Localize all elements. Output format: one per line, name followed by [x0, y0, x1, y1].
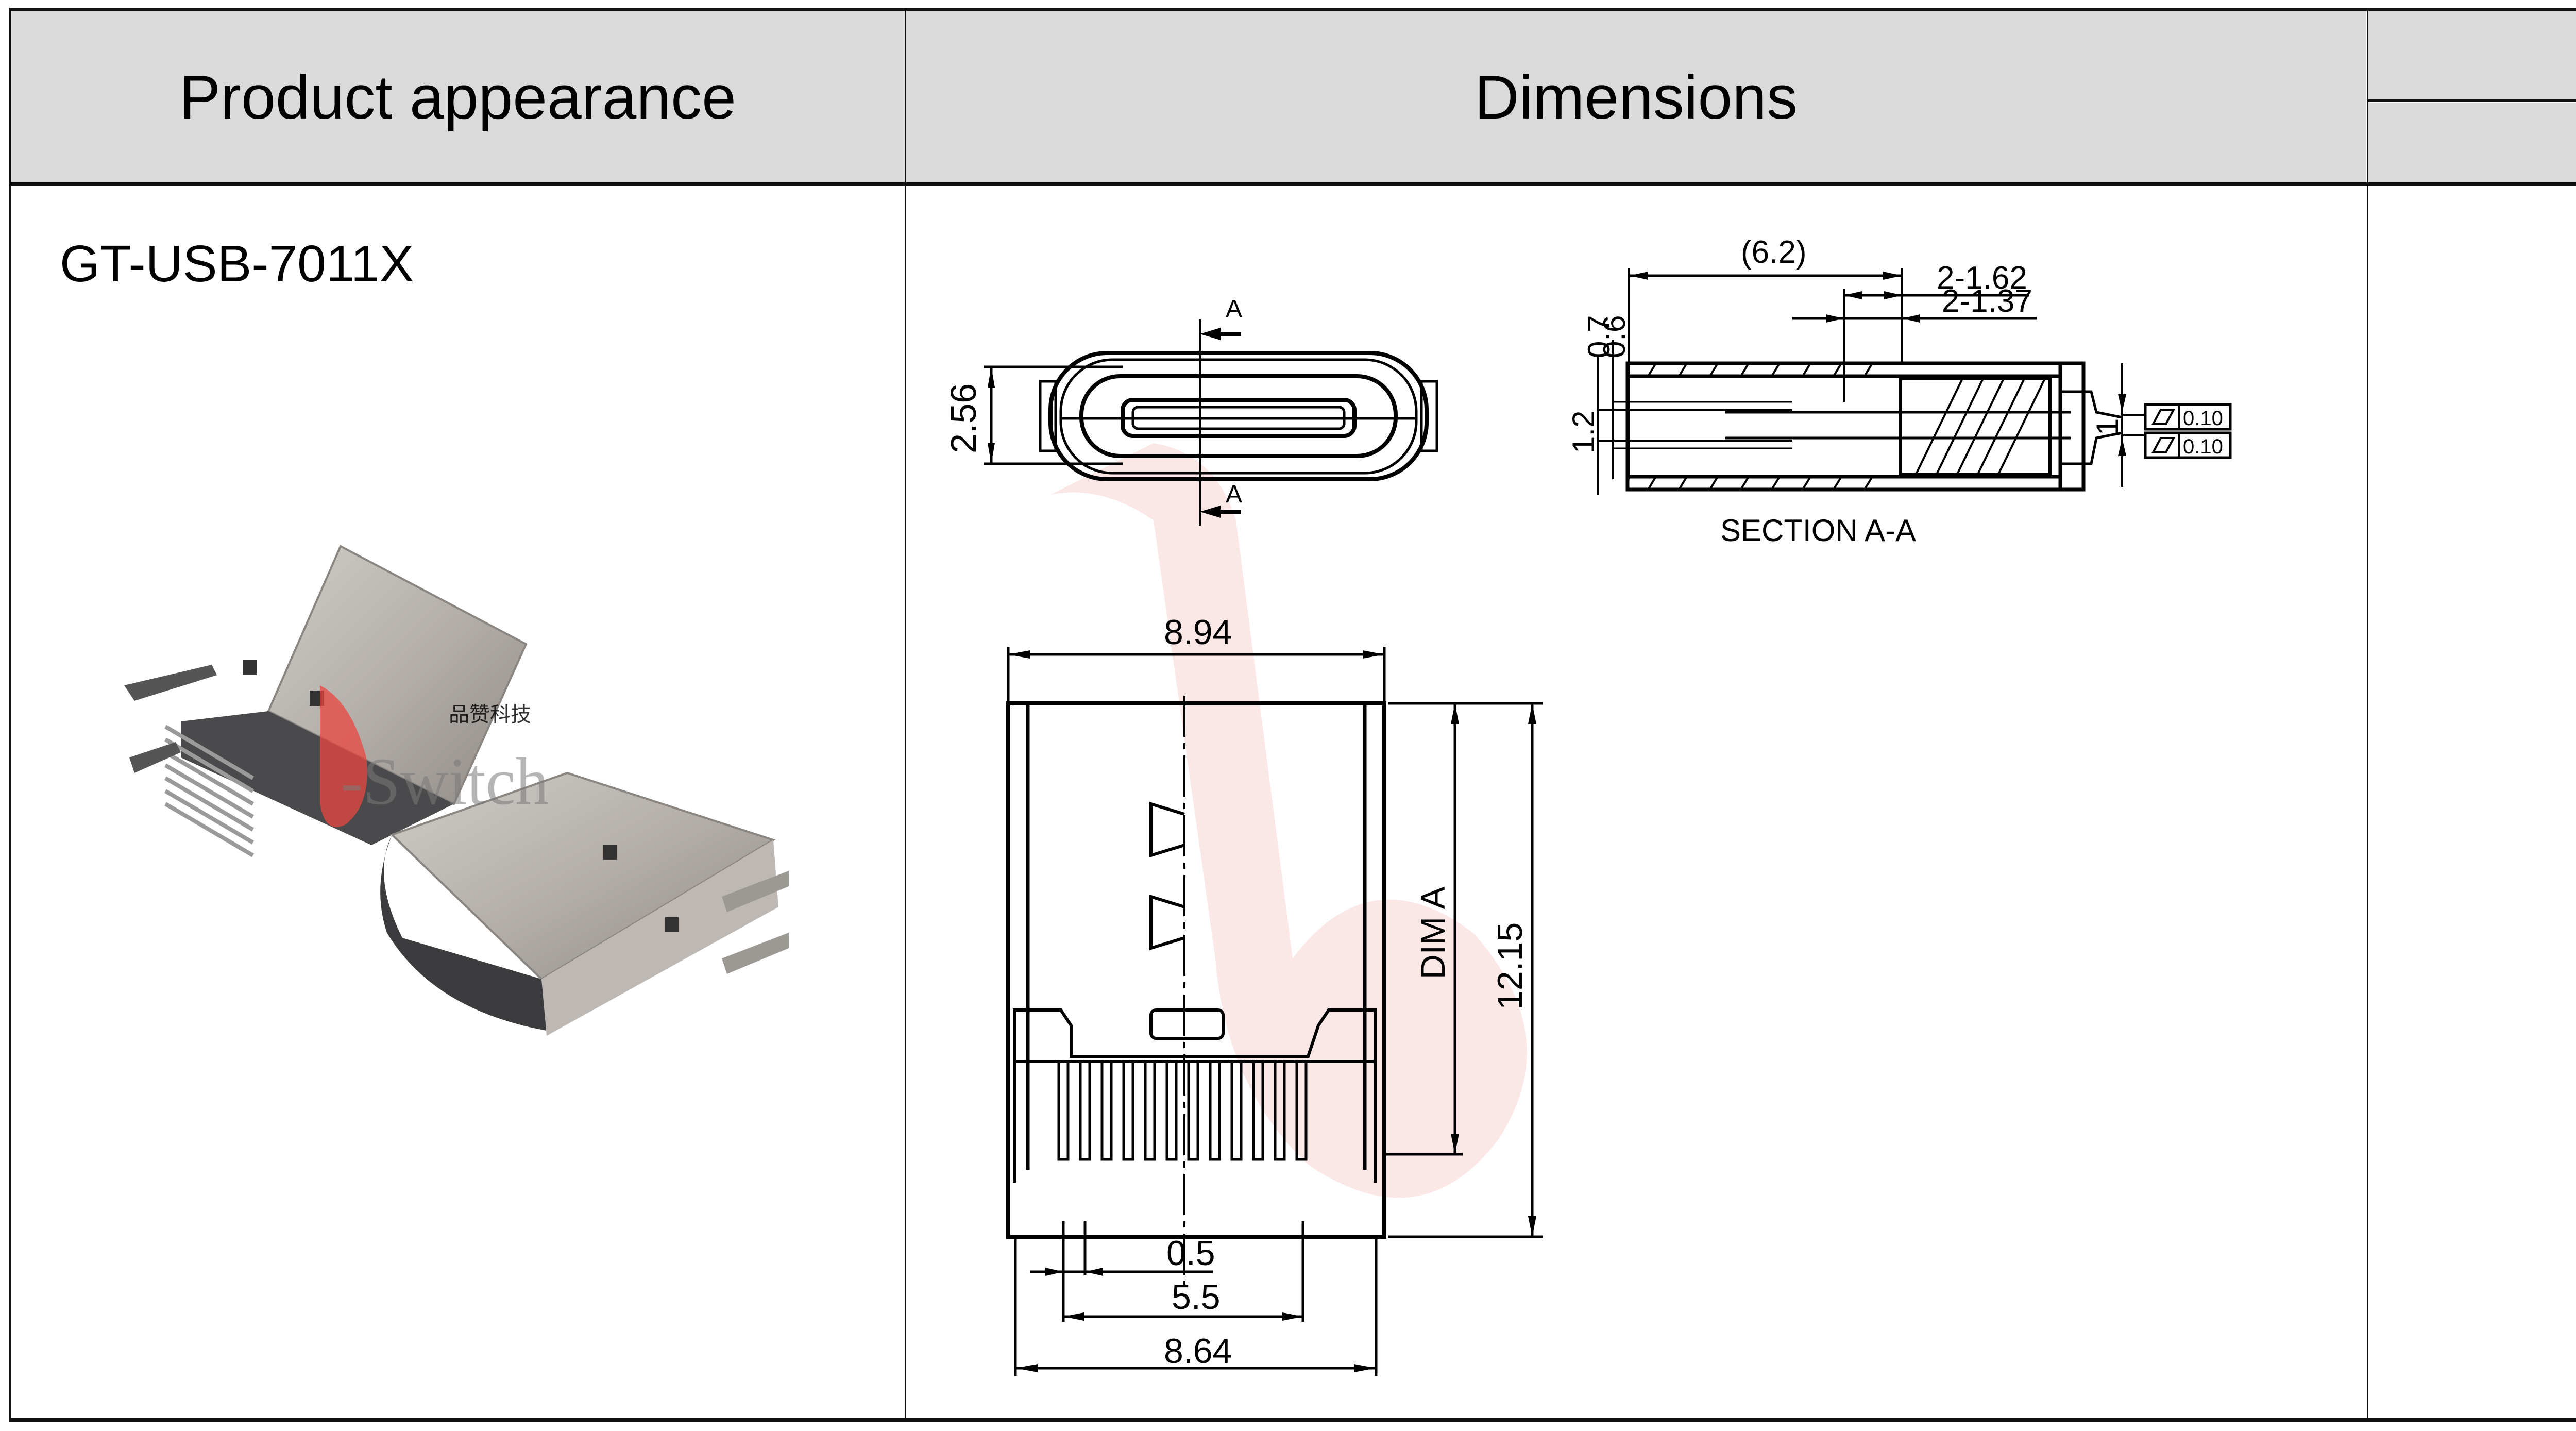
connector-pin: [1122, 1060, 1134, 1161]
header-pad-layout: Pad layout: [2368, 103, 2576, 183]
subheader-divider: [2367, 99, 2576, 102]
section-dim-07: 0.7: [1582, 315, 1616, 358]
connector-pin: [1252, 1060, 1264, 1161]
top-pin-span-dim: 5.5: [1172, 1277, 1221, 1317]
column-divider-1: [905, 11, 906, 1418]
connector-pin: [1187, 1060, 1199, 1161]
part-number: GT-USB-7011X: [60, 235, 414, 293]
header-circuit-diagram: Circuit diagram: [2368, 11, 2576, 99]
product-photo: 品赞科技 -Switch: [124, 545, 789, 1036]
flatness-tolerance-2: 0.10: [2183, 435, 2223, 458]
top-width-dim: 8.94: [1164, 613, 1232, 652]
top-pitch-dim: 0.5: [1166, 1234, 1215, 1273]
product-cell: GT-USB-7011X: [11, 186, 905, 1418]
header-dimensions-label: Dimensions: [1475, 62, 1798, 132]
connector-pin: [1100, 1060, 1113, 1161]
connector-front: [380, 771, 789, 1036]
header-product-appearance-label: Product appearance: [179, 62, 736, 132]
watermark-cn: 品赞科技: [449, 703, 531, 726]
connector-pin: [1144, 1060, 1156, 1161]
section-dim-1: 1: [2090, 418, 2125, 435]
shell-hole: [665, 917, 679, 932]
watermark-text: -Switch: [341, 745, 549, 819]
shell-hole: [603, 845, 617, 860]
column-divider-2: [2367, 11, 2368, 1418]
top-height-dim: 12.15: [1490, 922, 1530, 1010]
pad-layout-cell: 8.64 0.7 6.5 1.7 1.7 0.3 0.8 0.5 5.5 B12…: [2368, 186, 2576, 1418]
connector-pin: [1057, 1060, 1070, 1161]
pad-layout-drawing: 8.64 0.7 6.5 1.7 1.7 0.3 0.8 0.5 5.5 B12…: [2368, 186, 2576, 1418]
connector-pin: [1274, 1060, 1286, 1161]
section-dim-12: 1.2: [1566, 411, 1601, 453]
connector-pin: [1230, 1060, 1243, 1161]
dimensions-watermark: [1050, 443, 1527, 1198]
section-length-dim: (6.2): [1741, 234, 1806, 270]
shell-hole: [243, 660, 257, 675]
header-dimensions: Dimensions: [906, 11, 2366, 183]
header-product-appearance: Product appearance: [11, 11, 905, 183]
top-dim-a-label: DIM A: [1414, 886, 1452, 979]
dimensions-cell: A A 2.56: [906, 186, 2367, 1418]
top-view: [1006, 696, 1386, 1288]
watermark-logo: [320, 685, 367, 827]
top-view-pins: [1057, 1060, 1308, 1161]
front-section-marker-top: A: [1226, 295, 1242, 323]
section-view: [1597, 268, 2232, 495]
section-dim-2-162: 2-1.62: [1937, 260, 2027, 296]
header-divider: [11, 182, 2576, 186]
dimensions-drawing: A A 2.56: [943, 234, 2232, 1376]
spec-table: Product appearance Dimensions Circuit di…: [9, 8, 2576, 1422]
connector-pin: [1165, 1060, 1178, 1161]
section-dim-2-137: 2-1.37: [1942, 283, 2032, 319]
front-height-dim: 2.56: [943, 383, 984, 453]
connector-pin: [1295, 1060, 1308, 1161]
top-leg-span-dim: 8.64: [1164, 1332, 1232, 1371]
section-dim-06: 0.6: [1597, 315, 1632, 358]
front-view: [984, 319, 1438, 526]
connector-pin: [1079, 1060, 1091, 1161]
connector-pin: [1209, 1060, 1221, 1161]
front-section-marker-bottom: A: [1226, 481, 1242, 508]
flatness-tolerance-1: 0.10: [2183, 407, 2223, 430]
top-view-dims: [1007, 647, 1543, 1376]
section-title: SECTION A-A: [1720, 513, 1916, 548]
